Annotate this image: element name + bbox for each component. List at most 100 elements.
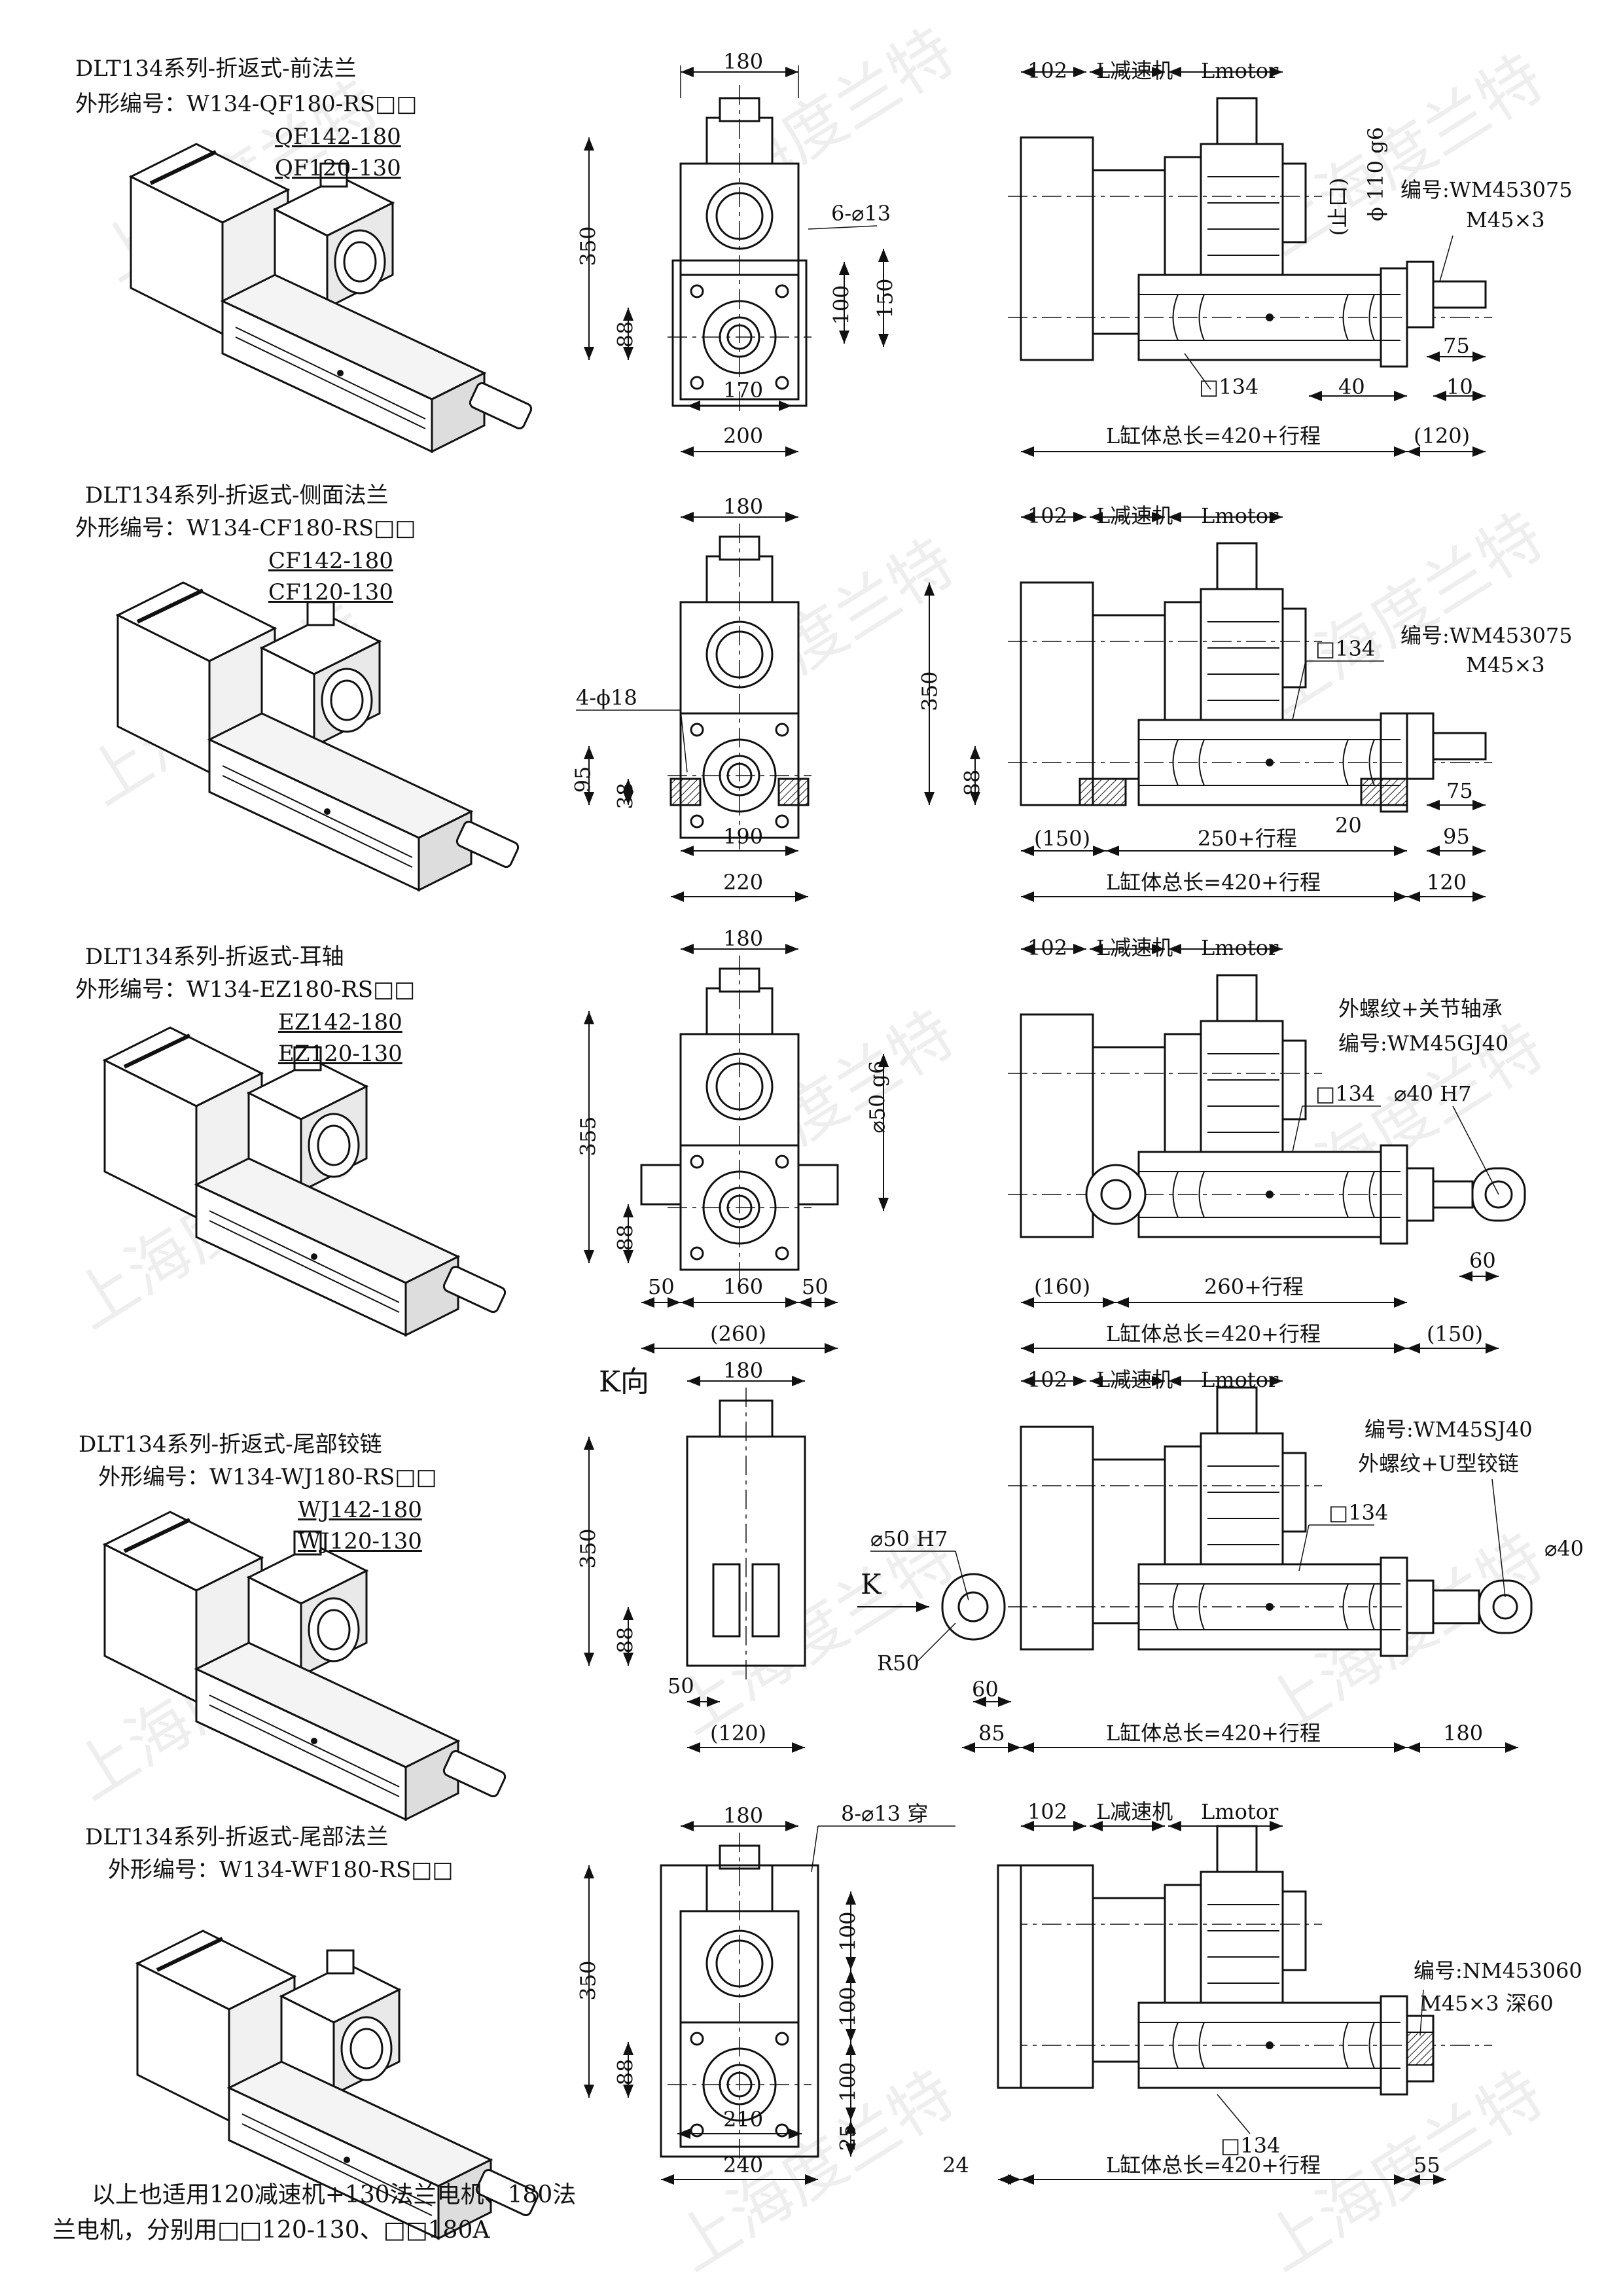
dim: L减速机 — [1096, 1799, 1173, 1824]
dim: □134 — [1315, 636, 1376, 661]
dim: 4-ϕ18 — [576, 685, 637, 710]
dim: L缸体总长=420+行程 — [1106, 2153, 1321, 2178]
row2-variant: CF142-180 — [268, 548, 393, 574]
dim: □134 — [1315, 1081, 1376, 1106]
dim: 102 — [1027, 1367, 1068, 1392]
part-code: 编号:WM45GJ40 — [1338, 1031, 1509, 1056]
dim: 88 — [959, 769, 985, 797]
front-view-2 — [666, 522, 813, 852]
code-prefix: 外形编号：W134- — [75, 91, 260, 117]
dim: 180 — [723, 1358, 764, 1383]
row4-title: DLT134系列-折返式-尾部铰链 — [79, 1431, 382, 1458]
dim: 102 — [1027, 935, 1068, 960]
row2-title: DLT134系列-折返式-侧面法兰 — [85, 482, 389, 509]
dim: 20 — [1335, 813, 1362, 838]
dim: L缸体总长=420+行程 — [1106, 1321, 1321, 1346]
dim: 200 — [723, 423, 764, 448]
row5-code: 外形编号：W134-WF180-RS□□ — [108, 1859, 454, 1881]
dim: L缸体总长=420+行程 — [1106, 423, 1321, 448]
front-view-1 — [666, 84, 813, 414]
dim: (止口) — [1325, 177, 1351, 236]
code-prefix: 外形编号：W134- — [75, 515, 260, 541]
dim: Lmotor — [1201, 935, 1279, 960]
row4-code: 外形编号：W134-WJ180-RS□□ — [98, 1466, 437, 1488]
ext-note: 外螺纹+U型铰链 — [1358, 1451, 1519, 1476]
row3-title: DLT134系列-折返式-耳轴 — [85, 944, 344, 970]
dim: 10 — [1446, 374, 1473, 399]
part-code: 编号:NM453060 — [1414, 1958, 1582, 1983]
dim: Lmotor — [1201, 503, 1279, 528]
row1-variant: QF120-130 — [275, 155, 401, 181]
thread: M45×3 — [1466, 653, 1545, 677]
dim: 85 — [978, 1721, 1005, 1746]
code-prefix: 外形编号：W134- — [98, 1464, 281, 1490]
dim: R50 — [877, 1651, 919, 1676]
dim: 60 — [1469, 1248, 1496, 1273]
dim: (150) — [1427, 1321, 1484, 1346]
dim: 180 — [723, 1803, 764, 1828]
front-view-4-k — [686, 1388, 806, 1682]
row3-variant: EZ142-180 — [278, 1009, 402, 1035]
dim: 260+行程 — [1204, 1274, 1304, 1299]
dim: Lmotor — [1201, 58, 1279, 83]
dim: 95 — [570, 766, 596, 793]
ext-note: 外螺纹+关节轴承 — [1338, 996, 1503, 1021]
dim: 350 — [575, 1960, 601, 2001]
iso-view-rear-clevis — [105, 1512, 507, 1820]
dim: 88 — [613, 321, 638, 348]
front-view-5 — [660, 1831, 819, 2161]
dim: 102 — [1027, 503, 1068, 528]
dim: L缸体总长=420+行程 — [1106, 1721, 1321, 1746]
dim: ⌀40 — [1544, 1536, 1584, 1561]
dim: 350 — [575, 1528, 601, 1569]
part-code: 编号:WM45SJ40 — [1364, 1417, 1533, 1442]
dim: Lmotor — [1201, 1367, 1279, 1392]
dim: 100 — [835, 1911, 861, 1952]
code-prefix: 外形编号：W134- — [108, 1857, 291, 1883]
dim: 100 — [835, 2062, 861, 2102]
dim: L减速机 — [1096, 935, 1173, 960]
row5-title: DLT134系列-折返式-尾部法兰 — [85, 1824, 389, 1850]
dim: 160 — [723, 1274, 764, 1299]
dim: 190 — [723, 824, 764, 849]
row3-code: 外形编号：W134-EZ180-RS□□ — [75, 978, 415, 1001]
thread: M45×3 深60 — [1420, 1991, 1554, 2016]
row2-code: 外形编号：W134-CF180-RS□□ — [75, 517, 416, 539]
dim: 24 — [942, 2153, 969, 2178]
iso-view-front-flange — [131, 144, 533, 452]
iso-view-trunnion — [105, 1028, 507, 1335]
dim: 180 — [723, 926, 764, 951]
dim: 355 — [575, 1116, 601, 1157]
part-code: 编号:WM453075 — [1400, 623, 1573, 648]
code-main: WF180-RS□□ — [291, 1857, 454, 1883]
dim: 75 — [1446, 778, 1473, 803]
footer-note-line1: 以上也适用120减速机+130法兰电机、180法 — [92, 2181, 577, 2208]
footer-note-line2: 兰电机，分别用□□120-130、□□180A — [52, 2217, 490, 2244]
front-view-3 — [640, 954, 839, 1284]
dim: L减速机 — [1096, 503, 1173, 528]
dim: 350 — [917, 671, 942, 711]
dim: 150 — [872, 278, 898, 319]
k-arrow-label: K — [861, 1568, 882, 1600]
dim: 40 — [1338, 374, 1365, 399]
dim: 55 — [1414, 2153, 1440, 2178]
code-prefix: 外形编号：W134- — [75, 977, 260, 1003]
code-main: EZ180-RS□□ — [259, 977, 416, 1003]
dim: (120) — [710, 1721, 767, 1746]
dim: 170 — [723, 378, 764, 403]
code-main: CF180-RS□□ — [259, 515, 416, 541]
thread: M45×3 — [1466, 207, 1545, 232]
dim: ⌀50 g6 — [865, 1060, 890, 1134]
dim: Lmotor — [1201, 1799, 1279, 1824]
row4-variant: WJ142-180 — [298, 1497, 422, 1523]
dim: 220 — [723, 870, 764, 895]
dim: 102 — [1027, 58, 1068, 83]
dim: □134 — [1329, 1500, 1389, 1525]
dim: 6-⌀13 — [831, 201, 891, 226]
dim: 88 — [613, 2058, 638, 2086]
dim: 180 — [723, 49, 764, 74]
iso-view-side-flange — [118, 583, 520, 890]
dim: 95 — [1443, 824, 1470, 849]
dim: ⌀50 H7 — [870, 1526, 948, 1551]
